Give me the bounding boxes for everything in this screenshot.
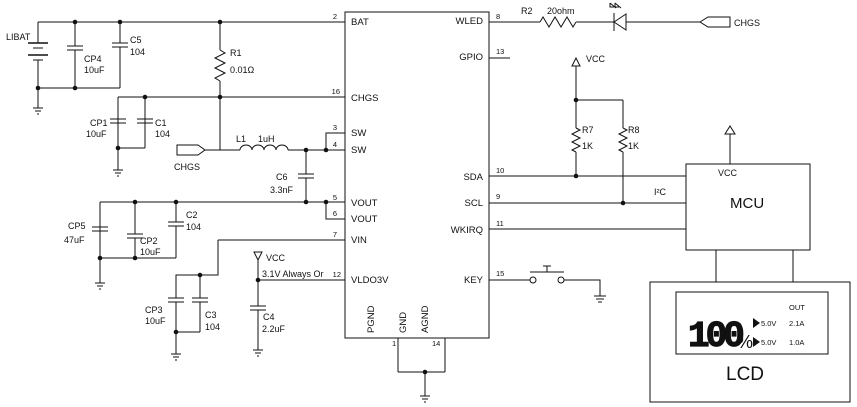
pin-num-3: 3 <box>333 123 337 132</box>
pin-gpio-label: GPIO <box>459 52 483 63</box>
pin-vout1-label: VOUT <box>351 198 378 209</box>
pin-vin-label: VIN <box>351 235 367 246</box>
pin-pgnd-label: PGND <box>366 305 377 333</box>
r1-value: 0.01Ω <box>230 65 255 75</box>
cp2-name: CP2 <box>140 236 158 246</box>
r7-value: 1K <box>582 141 593 151</box>
pin-num-13: 13 <box>496 47 504 56</box>
pin-num-9: 9 <box>496 192 500 201</box>
pin-num-16: 16 <box>332 87 340 96</box>
pin-wkirq-label: WKIRQ <box>451 225 483 236</box>
r8-name: R8 <box>628 125 640 135</box>
lcd-row2-voltage: 5.0V <box>761 338 776 347</box>
c1-name: C1 <box>155 118 167 128</box>
c6-name: C6 <box>276 172 288 182</box>
pin-num-7: 7 <box>333 230 337 239</box>
c5-value: 104 <box>130 47 145 57</box>
ground-pins <box>397 338 446 403</box>
pin-num-14: 14 <box>432 339 440 348</box>
pin-wled-label: WLED <box>456 16 484 27</box>
always-on-label: 3.1V Always Or <box>262 269 324 279</box>
chgs-input-port: CHGS <box>174 162 200 172</box>
lcd-block: OUT 100 % 5.0V 2.1A 5.0V 1.0A LCD <box>649 281 851 403</box>
mcu-bus: I²C <box>489 175 686 230</box>
pin-chgs-label: CHGS <box>351 93 378 104</box>
pin-num-11: 11 <box>496 219 504 228</box>
lcd-label: LCD <box>726 364 764 385</box>
pin-num-6: 6 <box>333 209 337 218</box>
lcd-out-header: OUT <box>789 303 805 312</box>
lcd-row1-voltage: 5.0V <box>761 319 776 328</box>
libat-label: LIBAT <box>6 32 31 42</box>
c4-value: 2.2uF <box>262 324 286 334</box>
pin-vout2-label: VOUT <box>351 214 378 225</box>
c3-value: 104 <box>205 322 220 332</box>
i2c-pullups: VCC R7 1K R8 1K <box>570 54 640 203</box>
cp1-value: 10uF <box>86 129 107 139</box>
i2c-label: I²C <box>654 187 666 197</box>
mcu-block: VCC MCU <box>685 125 811 282</box>
l1-value: 1uH <box>258 134 275 144</box>
key-switch <box>489 265 606 303</box>
c1-value: 104 <box>155 129 170 139</box>
vin-capacitors: CP3 10uF C3 104 <box>145 239 345 361</box>
lcd-arrow-icon <box>753 337 760 347</box>
cp3-name: CP3 <box>145 305 163 315</box>
chgs-output-port: CHGS <box>734 18 760 28</box>
cp1-name: CP1 <box>90 118 108 128</box>
c6-value: 3.3nF <box>270 185 294 195</box>
pin-num-10: 10 <box>496 166 504 175</box>
r1-name: R1 <box>230 48 242 58</box>
lcd-arrow-icon <box>753 318 760 328</box>
power-ic: BAT CHGS SW SW VOUT VOUT VIN VLDO3V WLED… <box>332 11 504 348</box>
pin-num-8: 8 <box>496 12 500 21</box>
r2-name: R2 <box>521 6 533 16</box>
pin-num-15: 15 <box>496 269 504 278</box>
r2-value: 20ohm <box>547 6 575 16</box>
lcd-row2-current: 1.0A <box>789 338 804 347</box>
c5-name: C5 <box>130 35 142 45</box>
pin-sw2-label: SW <box>351 145 366 156</box>
lcd-percent-sign: % <box>737 332 753 352</box>
cp3-value: 10uF <box>145 316 166 326</box>
pin-gnd-label: GND <box>398 312 409 333</box>
cp2-value: 10uF <box>140 247 161 257</box>
r7-name: R7 <box>582 125 594 135</box>
pin-num-1: 1 <box>392 339 396 348</box>
pin-sda-label: SDA <box>463 172 483 183</box>
pin-num-5: 5 <box>333 193 337 202</box>
ldo-section: VCC 3.1V Always Or C4 2.2uF <box>250 251 345 357</box>
sense-resistor-section: R1 0.01Ω CP1 10uF C1 104 <box>86 22 345 177</box>
mcu-label: MCU <box>730 195 764 212</box>
led-section: R2 20ohm CHGS <box>489 2 760 31</box>
vcc-pullup-label: VCC <box>586 54 606 64</box>
pin-num-2: 2 <box>333 12 337 21</box>
vcc-ldo-label: VCC <box>266 253 286 263</box>
mcu-vcc-label: VCC <box>718 168 738 178</box>
pin-vldo-label: VLDO3V <box>351 275 389 286</box>
pin-num-12: 12 <box>333 270 341 279</box>
junction-dots <box>35 19 626 375</box>
r8-value: 1K <box>628 141 639 151</box>
battery-input-section: LIBAT CP4 10uF C5 104 <box>6 21 345 115</box>
lcd-row1-current: 2.1A <box>789 319 804 328</box>
pin-sw1-label: SW <box>351 128 366 139</box>
cp5-name: CP5 <box>68 221 86 231</box>
pin-key-label: KEY <box>464 275 484 286</box>
c2-name: C2 <box>186 210 198 220</box>
inductor-section: CHGS L1 1uH C6 3.3nF <box>174 132 345 202</box>
cp4-name: CP4 <box>84 54 102 64</box>
cp4-value: 10uF <box>84 65 105 75</box>
lcd-percent-digits: 100 <box>688 316 743 357</box>
cp5-value: 47uF <box>64 235 85 245</box>
l1-name: L1 <box>236 134 246 144</box>
c3-name: C3 <box>205 310 217 320</box>
c2-value: 104 <box>186 222 201 232</box>
c4-name: C4 <box>263 312 275 322</box>
pin-scl-label: SCL <box>465 198 483 209</box>
pin-num-4: 4 <box>333 140 337 149</box>
pin-bat-label: BAT <box>351 17 369 28</box>
pin-agnd-label: AGND <box>420 305 431 333</box>
